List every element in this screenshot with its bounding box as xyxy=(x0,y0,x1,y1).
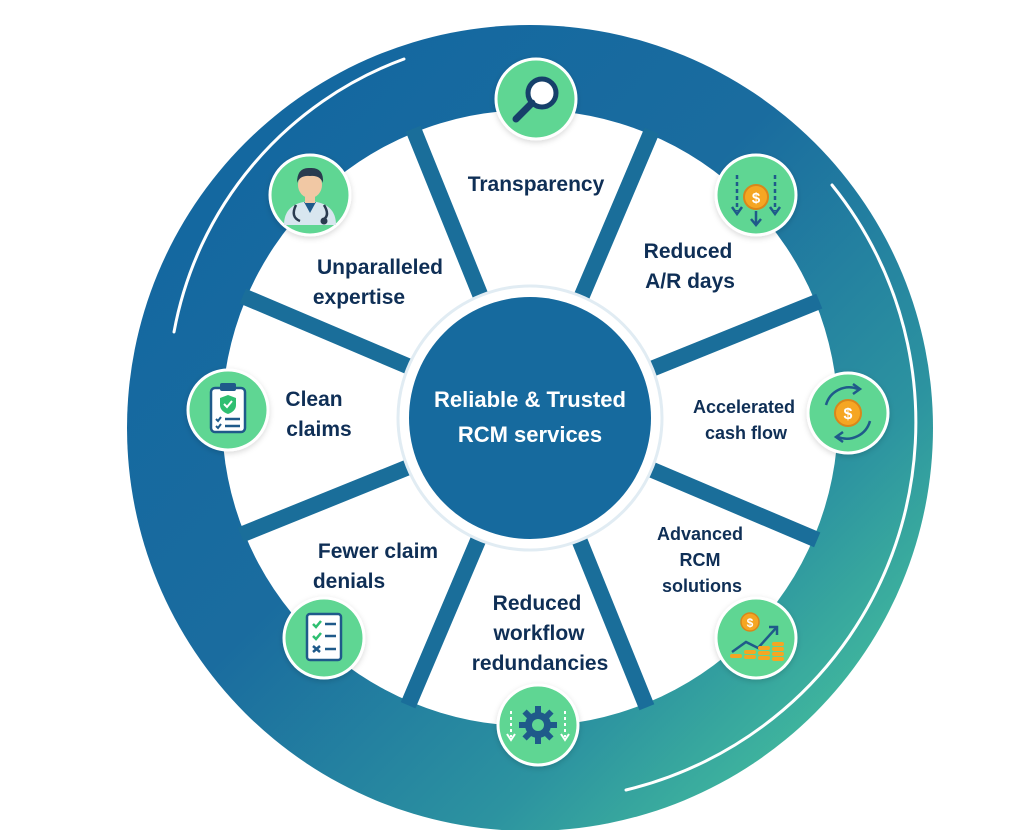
spoke-divider xyxy=(239,288,419,377)
spokes xyxy=(237,125,823,711)
spoke-divider xyxy=(641,459,821,548)
spoke-divider xyxy=(405,125,491,306)
label-unparalleled-line-1: Unparalleled xyxy=(317,256,443,279)
svg-text:$: $ xyxy=(752,190,761,207)
label-advanced-rcm-line-3: solutions xyxy=(662,576,742,596)
center-title-line-1: Reliable & Trusted xyxy=(434,387,626,412)
spoke-divider xyxy=(237,457,418,543)
spoke-divider xyxy=(571,127,660,307)
label-clean-claims-line-1: Clean xyxy=(285,388,342,411)
spoke-divider xyxy=(569,530,655,711)
label-workflow-line-3: redundancies xyxy=(472,652,609,675)
checklist-document-icon xyxy=(282,596,366,680)
decorative-arc-right xyxy=(624,183,918,792)
svg-text:$: $ xyxy=(747,616,754,630)
dollar-coin-cycle-icon: $ xyxy=(806,371,890,455)
label-workflow-line-2: workflow xyxy=(492,622,585,645)
label-accelerated-cash-flow-line-2: cash flow xyxy=(705,423,788,443)
spoke-divider xyxy=(400,529,489,709)
gear-arrows-icon xyxy=(496,683,580,767)
decorative-arc-left xyxy=(172,57,406,334)
label-transparency: Transparency xyxy=(468,173,605,196)
label-fewer-claim-denials-line-2: denials xyxy=(313,570,385,593)
clipboard-shield-icon xyxy=(186,368,270,452)
svg-text:$: $ xyxy=(844,406,853,423)
coins-growth-chart-icon: $ xyxy=(714,596,798,680)
dollar-coin-down-arrows-icon: $ xyxy=(714,153,798,237)
magnifier-icon xyxy=(494,57,578,141)
hub xyxy=(409,297,651,539)
label-fewer-claim-denials-line-1: Fewer claim xyxy=(318,540,438,563)
label-clean-claims-line-2: claims xyxy=(286,418,351,441)
label-reduced-ar-days-line-2: A/R days xyxy=(645,270,735,293)
center-title-line-2: RCM services xyxy=(458,422,602,447)
label-workflow-line-1: Reduced xyxy=(493,592,582,615)
label-advanced-rcm-line-2: RCM xyxy=(680,550,721,570)
spoke-divider xyxy=(642,293,823,379)
label-accelerated-cash-flow-line-1: Accelerated xyxy=(693,397,795,417)
label-reduced-ar-days-line-1: Reduced xyxy=(644,240,733,263)
label-unparalleled-line-2: expertise xyxy=(313,286,405,309)
label-advanced-rcm-line-1: Advanced xyxy=(657,524,743,544)
doctor-stethoscope-icon xyxy=(268,153,352,237)
